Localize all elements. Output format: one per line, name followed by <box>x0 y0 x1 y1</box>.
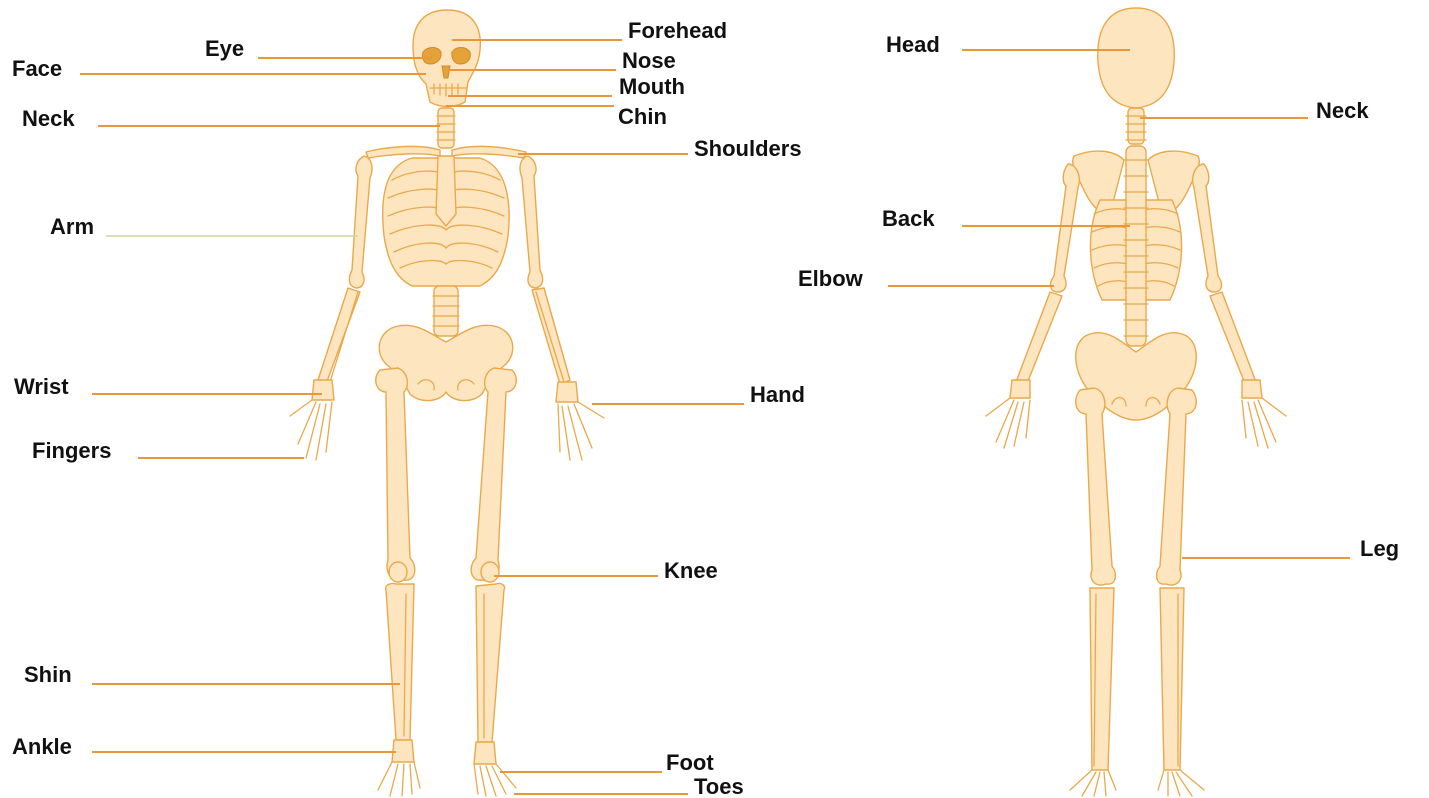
back-left-forearm <box>1016 292 1062 386</box>
front-right-ankle <box>474 742 496 764</box>
label-face: Face <box>12 56 62 81</box>
label-foot: Foot <box>666 750 714 775</box>
front-left-toes <box>378 762 420 796</box>
back-left-humerus <box>1051 164 1080 292</box>
label-shin: Shin <box>24 662 72 687</box>
front-left-clavicle <box>366 146 440 158</box>
label-back: Back <box>882 206 935 231</box>
front-right-tibia <box>476 583 505 742</box>
front-left-kneecap <box>389 562 407 582</box>
front-right-forearm-line <box>536 292 564 382</box>
back-cervical-spine <box>1128 108 1144 144</box>
back-right-wrist <box>1242 380 1262 398</box>
label-neck-back: Neck <box>1316 98 1369 123</box>
front-left-humerus <box>349 156 372 288</box>
back-right-forearm <box>1210 292 1256 386</box>
label-forehead: Forehead <box>628 18 727 43</box>
label-eye: Eye <box>205 36 244 61</box>
label-mouth: Mouth <box>619 74 685 99</box>
back-left-femur <box>1076 388 1116 585</box>
back-left-fingers <box>986 398 1030 448</box>
front-right-humerus <box>520 156 543 288</box>
label-chin: Chin <box>618 104 667 129</box>
front-right-eye-socket <box>452 48 471 65</box>
front-right-fingers <box>558 402 604 460</box>
label-fingers: Fingers <box>32 438 111 463</box>
front-sternum <box>436 156 456 226</box>
back-right-foot <box>1158 770 1204 796</box>
front-left-fingers <box>290 400 332 460</box>
label-neck-front: Neck <box>22 106 75 131</box>
label-shoulders: Shoulders <box>694 136 802 161</box>
front-left-wrist <box>312 380 334 400</box>
label-toes: Toes <box>694 774 744 798</box>
front-lumbar-spine <box>434 286 458 336</box>
front-left-tibia <box>386 583 414 740</box>
label-ankle: Ankle <box>12 734 72 759</box>
front-right-kneecap <box>481 562 499 582</box>
back-skeleton <box>986 8 1286 796</box>
front-right-toes <box>474 764 516 796</box>
back-right-tibia <box>1160 588 1184 770</box>
back-right-humerus <box>1193 164 1222 292</box>
label-head: Head <box>886 32 940 57</box>
back-left-foot <box>1070 770 1116 796</box>
front-nasal-cavity <box>442 66 450 78</box>
label-wrist: Wrist <box>14 374 69 399</box>
label-leg: Leg <box>1360 536 1399 561</box>
front-right-forearm <box>532 288 570 384</box>
front-right-clavicle <box>452 146 526 158</box>
back-left-wrist <box>1010 380 1030 398</box>
front-cervical-spine <box>438 108 454 148</box>
label-elbow: Elbow <box>798 266 864 291</box>
label-knee: Knee <box>664 558 718 583</box>
front-skeleton <box>290 10 604 796</box>
back-right-fingers <box>1242 398 1286 448</box>
back-left-tibia <box>1090 588 1114 770</box>
front-right-femur <box>471 368 516 581</box>
back-right-femur <box>1157 388 1197 585</box>
back-skull <box>1098 8 1174 108</box>
label-arm: Arm <box>50 214 94 239</box>
front-left-forearm <box>318 288 360 384</box>
label-hand: Hand <box>750 382 805 407</box>
label-nose: Nose <box>622 48 676 73</box>
front-right-wrist <box>556 382 578 402</box>
front-left-femur <box>376 368 415 581</box>
